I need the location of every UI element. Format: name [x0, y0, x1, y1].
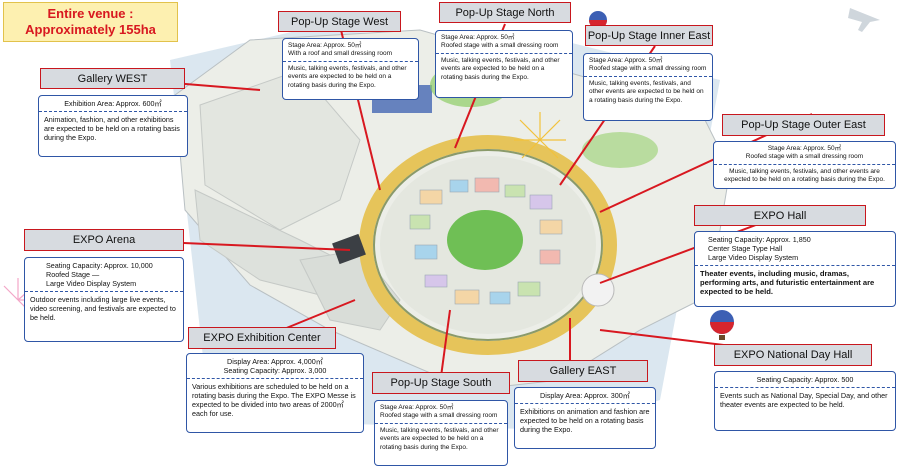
- national-day-hall-info: Seating Capacity: Approx. 500 Events suc…: [714, 371, 896, 431]
- expo-arena-name: EXPO Arena: [72, 234, 136, 246]
- popup-north-name: Pop-Up Stage North: [455, 6, 555, 19]
- exhibition-center-detail-2: Seating Capacity: Approx. 3,000: [223, 366, 327, 375]
- expo-hall-info: Seating Capacity: Approx. 1,850 Center S…: [694, 231, 896, 307]
- gallery-east-info: Display Area: Approx. 300㎡ Exhibitions o…: [514, 387, 656, 449]
- popup-inner-east-name: Pop-Up Stage Inner East: [587, 29, 711, 42]
- expo-arena-label[interactable]: EXPO Arena: [24, 229, 184, 251]
- expo-arena-detail-3: Large Video Display System: [46, 279, 137, 288]
- popup-south-detail-1: Stage Area: Approx. 50㎡: [380, 404, 454, 411]
- popup-outer-east-detail-2: Roofed stage with a small dressing room: [745, 153, 864, 161]
- popup-west-detail-1: Stage Area: Approx. 50㎡: [288, 42, 362, 49]
- national-day-hall-label[interactable]: EXPO National Day Hall: [714, 344, 872, 366]
- popup-outer-east-name: Pop-Up Stage Outer East: [741, 119, 866, 131]
- expo-hall-detail-1: Seating Capacity: Approx. 1,850: [708, 235, 811, 244]
- expo-hall-detail-2: Center Stage Type Hall: [708, 244, 783, 253]
- gallery-west-name: Gallery WEST: [77, 72, 148, 85]
- popup-inner-east-detail-1: Stage Area: Approx. 50㎡: [589, 57, 663, 64]
- popup-west-detail-2: With a roof and small dressing room: [288, 50, 393, 58]
- popup-outer-east-info: Stage Area: Approx. 50㎡ Roofed stage wit…: [713, 141, 896, 189]
- popup-west-name: Pop-Up Stage West: [290, 15, 388, 28]
- popup-inner-east-label[interactable]: Pop-Up Stage Inner East: [585, 25, 713, 46]
- gallery-east-note: Exhibitions on animation and fashion are…: [520, 407, 650, 434]
- popup-outer-east-detail-1: Stage Area: Approx. 50㎡: [767, 145, 842, 152]
- venue-size-line1: Entire venue :: [47, 5, 134, 21]
- popup-south-name: Pop-Up Stage South: [390, 377, 492, 389]
- airplane: [848, 8, 880, 32]
- expo-arena-detail-1: Seating Capacity: Approx. 10,000: [46, 261, 153, 270]
- pavilions: [409, 177, 563, 305]
- expo-hall-name: EXPO Hall: [753, 209, 807, 222]
- venue-size-badge: Entire venue : Approximately 155ha: [3, 2, 178, 42]
- popup-north-label[interactable]: Pop-Up Stage North: [439, 2, 571, 23]
- expo-hall-label[interactable]: EXPO Hall: [694, 205, 866, 226]
- popup-west-note: Music, talking events, festivals, and ot…: [288, 65, 407, 89]
- exhibition-center-detail-1: Display Area: Approx. 4,000㎡: [227, 357, 323, 366]
- gallery-east-detail-1: Display Area: Approx. 300㎡: [540, 391, 630, 400]
- gallery-east-name: Gallery EAST: [549, 365, 617, 377]
- expo-hall-dome: [581, 273, 615, 307]
- exhibition-center-info: Display Area: Approx. 4,000㎡ Seating Cap…: [186, 353, 364, 433]
- popup-west-info: Stage Area: Approx. 50㎡ With a roof and …: [282, 38, 419, 100]
- gallery-west-label[interactable]: Gallery WEST: [40, 68, 185, 89]
- popup-inner-east-note: Music, talking events, festivals, and ot…: [589, 80, 704, 104]
- east-park: [582, 132, 658, 168]
- national-day-hall-note: Events such as National Day, Special Day…: [720, 391, 888, 409]
- gallery-west-info: Exhibition Area: Approx. 600㎡ Animation,…: [38, 95, 188, 157]
- venue-size-line2: Approximately 155ha: [25, 22, 156, 37]
- exhibition-center-label[interactable]: EXPO Exhibition Center: [188, 327, 336, 349]
- popup-north-detail-1: Stage Area: Approx. 50㎡: [441, 34, 515, 41]
- gallery-west-detail-1: Exhibition Area: Approx. 600㎡: [64, 99, 162, 108]
- popup-outer-east-label[interactable]: Pop-Up Stage Outer East: [722, 114, 885, 136]
- popup-south-note: Music, talking events, festivals, and ot…: [380, 427, 499, 451]
- popup-inner-east-info: Stage Area: Approx. 50㎡ Roofed stage wit…: [583, 53, 713, 121]
- gallery-west-note: Animation, fashion, and other exhibition…: [44, 115, 180, 142]
- expo-arena-detail-2: Roofed Stage —: [46, 270, 100, 279]
- expo-hall-detail-3: Large Video Display System: [708, 253, 799, 262]
- expo-arena-info: Seating Capacity: Approx. 10,000 Roofed …: [24, 257, 184, 342]
- popup-north-info: Stage Area: Approx. 50㎡ Roofed stage wit…: [435, 30, 573, 98]
- popup-south-label[interactable]: Pop-Up Stage South: [372, 372, 510, 394]
- central-forest: [447, 210, 523, 270]
- popup-inner-east-detail-2: Roofed stage with a small dressing room: [589, 65, 707, 73]
- expo-hall-note: Theater events, including music, dramas,…: [700, 269, 875, 297]
- national-day-hall-detail-1: Seating Capacity: Approx. 500: [756, 375, 854, 384]
- national-day-hall-name: EXPO National Day Hall: [733, 349, 853, 361]
- popup-west-label[interactable]: Pop-Up Stage West: [278, 11, 401, 32]
- popup-south-info: Stage Area: Approx. 50㎡ Roofed stage wit…: [374, 400, 508, 466]
- gallery-east-label[interactable]: Gallery EAST: [518, 360, 648, 382]
- exhibition-center-name: EXPO Exhibition Center: [203, 332, 321, 344]
- popup-south-detail-2: Roofed stage with a small dressing room: [380, 412, 498, 420]
- exhibition-center-note: Various exhibitions are scheduled to be …: [192, 382, 356, 418]
- popup-outer-east-note: Music, talking events, festivals, and ot…: [724, 168, 885, 184]
- popup-north-detail-2: Roofed stage with a small dressing room: [441, 42, 559, 50]
- popup-north-note: Music, talking events, festivals, and ot…: [441, 57, 560, 81]
- expo-arena-note: Outdoor events including large live even…: [30, 295, 176, 322]
